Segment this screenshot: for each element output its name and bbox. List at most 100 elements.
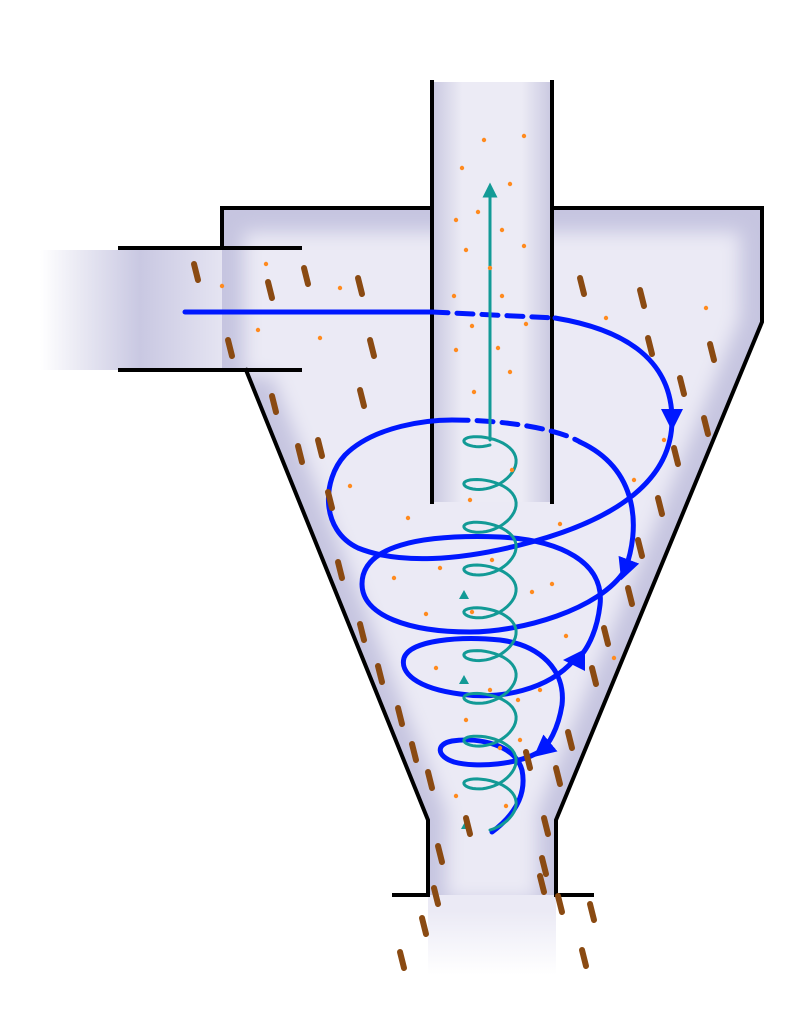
inner-vortex-arrowhead	[459, 675, 469, 684]
coarse-particle	[601, 625, 611, 647]
fine-particle	[469, 323, 475, 329]
fine-particle	[459, 165, 465, 171]
coarse-particle	[589, 665, 599, 687]
coarse-particle	[269, 393, 279, 415]
fine-particle	[497, 745, 503, 751]
coarse-particle	[645, 335, 655, 357]
fine-particle	[469, 609, 475, 615]
fine-particle	[481, 137, 487, 143]
coarse-particle	[301, 265, 311, 287]
fine-particle	[423, 611, 429, 617]
fine-particle	[463, 717, 469, 723]
coarse-particle	[625, 585, 635, 607]
fine-particle	[563, 633, 569, 639]
fine-particles	[219, 133, 709, 809]
coarse-particle	[579, 947, 589, 969]
coarse-particle	[637, 287, 647, 309]
fine-particle	[521, 133, 527, 139]
fine-particle	[347, 483, 353, 489]
fine-particle	[499, 227, 505, 233]
coarse-particle	[191, 261, 201, 283]
cone-left-wall	[243, 367, 430, 897]
fine-particle	[337, 285, 343, 291]
coarse-particle	[425, 769, 435, 791]
coarse-particle	[539, 855, 549, 877]
coarse-particle	[315, 437, 325, 459]
fine-particle	[507, 181, 513, 187]
coarse-particle	[523, 749, 533, 771]
fine-particle	[255, 327, 261, 333]
inner-vortex-arrowhead	[459, 590, 469, 599]
coarse-particle	[419, 915, 429, 937]
coarse-particle	[355, 275, 365, 297]
coarse-particle	[635, 537, 645, 559]
coarse-particle	[655, 495, 665, 517]
fine-particle	[603, 315, 609, 321]
fine-particle	[475, 209, 481, 215]
inner-vortex	[459, 182, 518, 832]
fine-particle	[517, 737, 523, 743]
outer-vortex-turn-3	[577, 439, 640, 581]
fine-particle	[523, 321, 529, 327]
outer-vortex-hidden-1	[429, 309, 558, 321]
coarse-particle	[587, 901, 597, 923]
outer-vortex-hidden-2	[449, 417, 583, 445]
fine-particle	[463, 247, 469, 253]
coarse-particle	[335, 559, 345, 581]
fine-particle	[405, 515, 411, 521]
coarse-particle	[409, 741, 419, 763]
coarse-particle	[295, 443, 305, 465]
coarse-particle	[565, 729, 575, 751]
coarse-particle	[541, 815, 551, 837]
coarse-particle	[325, 489, 335, 511]
fine-particle	[453, 347, 459, 353]
coarse-particle	[435, 843, 445, 865]
outer-vortex-turn-6	[437, 737, 545, 835]
outer-vortex	[182, 309, 683, 835]
cyclone-outer-wall	[220, 206, 434, 250]
coarse-particle	[577, 275, 587, 297]
coarse-particle	[375, 663, 385, 685]
fine-particle	[521, 243, 527, 249]
fine-particle	[453, 793, 459, 799]
coarse-particle	[431, 885, 441, 907]
fine-particle	[549, 581, 555, 587]
coarse-particle	[555, 893, 565, 915]
vortex-finder-fill	[432, 82, 552, 502]
coarse-particle	[357, 387, 367, 409]
coarse-particle	[701, 415, 711, 437]
fine-particle	[557, 521, 563, 527]
fine-particle	[317, 335, 323, 341]
fine-particle	[391, 575, 397, 581]
coarse-particle	[357, 621, 367, 643]
fine-particle	[437, 565, 443, 571]
coarse-particles	[191, 261, 717, 971]
outer-vortex-turn-1	[552, 315, 683, 431]
coarse-particle	[397, 949, 407, 971]
fine-particle	[499, 293, 505, 299]
fine-particle	[507, 369, 513, 375]
coarse-particle	[537, 873, 547, 895]
fine-particle	[661, 437, 667, 443]
fine-particle	[487, 687, 493, 693]
coarse-particle	[265, 279, 275, 301]
fine-particle	[515, 697, 521, 703]
coarse-particle	[707, 341, 717, 363]
outer-vortex-turn-4	[359, 534, 628, 671]
fine-particle	[487, 265, 493, 271]
fine-particle	[529, 589, 535, 595]
fine-particle	[451, 293, 457, 299]
fine-particle	[703, 305, 709, 311]
coarse-particle	[395, 705, 405, 727]
fine-particle	[453, 217, 459, 223]
fine-particle	[631, 477, 637, 483]
coarse-particle	[225, 337, 235, 359]
coarse-particle	[463, 815, 473, 837]
fine-particle	[467, 497, 473, 503]
coarse-particle	[553, 765, 563, 787]
fine-particle	[263, 261, 269, 267]
fine-particle	[219, 283, 225, 289]
fine-particle	[471, 389, 477, 395]
fine-particle	[433, 665, 439, 671]
